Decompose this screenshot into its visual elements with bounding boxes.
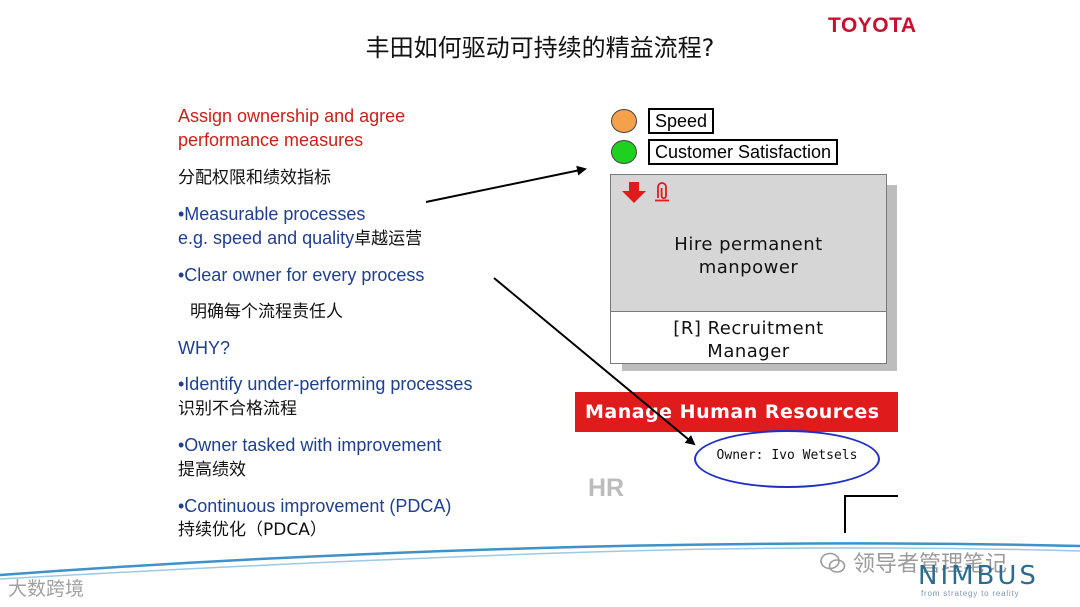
nimbus-logo: NIMBUS [918,561,1039,591]
bullet-owner-tasked-cn: 提高绩效 [178,460,246,480]
partial-process-box [844,495,898,533]
bullet-continuous-cn: 持续优化（PDCA） [178,520,327,540]
bullet-identify: •Identify under-performing processes [178,374,473,394]
bullet-clear-owner: •Clear owner for every process [178,265,425,285]
heading-line-2: performance measures [178,130,364,150]
left-watermark-text: 大数跨境 [8,578,85,600]
bullet-measurable-example-cn: 卓越运营 [354,229,423,249]
why-heading: WHY? [178,338,231,358]
process-card[interactable]: Hire permanent manpower [R] Recruitment … [610,174,887,364]
bullet-continuous: •Continuous improvement (PDCA) [178,496,452,516]
bullet-measurable: •Measurable processes [178,204,366,224]
process-title: Hire permanent manpower [611,233,886,279]
bullet-clear-owner-cn: 明确每个流程责任人 [190,302,343,322]
footer-wave [0,542,1080,577]
wechat-account-name: 领导者管理笔记 [853,552,1008,577]
wechat-icon [820,552,846,573]
paperclip-icon [655,182,669,202]
arrow-to-owner [493,277,696,446]
legend-customer-satisfaction: Customer Satisfaction [648,139,839,165]
wechat-watermark: 领导者管理笔记 [820,546,1007,578]
process-title-line-2: manpower [698,257,799,278]
toyota-logo: TOYOTA [828,14,917,37]
bullet-identify-cn: 识别不合格流程 [178,399,297,419]
owner-label: Owner: Ivo Wetsels [716,448,858,463]
process-owner-role: [R] Recruitment Manager [611,317,886,363]
bullet-measurable-example: e.g. speed and quality卓越运营 [178,226,422,251]
down-arrow-icon [622,182,646,203]
slide-title: 丰田如何驱动可持续的精益流程? [365,34,715,62]
nimbus-tagline: from strategy to reality [921,589,1020,598]
owner-callout-oval: Owner: Ivo Wetsels [694,430,880,488]
process-group-label: Manage Human Resources [585,401,880,423]
process-group-banner[interactable]: Manage Human Resources [575,392,898,432]
process-title-line-1: Hire permanent [674,234,823,255]
process-owner-line-2: Manager [707,341,790,362]
bullet-measurable-example-en: e.g. speed and quality [178,228,355,248]
left-watermark: 大数跨境 [8,574,84,601]
bullet-owner-tasked: •Owner tasked with improvement [178,435,442,455]
heading-cn: 分配权限和绩效指标 [178,168,331,188]
process-owner-line-1: [R] Recruitment [673,318,824,339]
legend-speed: Speed [648,108,715,134]
process-card-header: Hire permanent manpower [611,175,886,312]
satisfaction-indicator-icon [611,140,637,164]
speed-indicator-icon [611,109,637,133]
arrow-to-legend [425,165,587,203]
heading-line-1: Assign ownership and agree [178,106,406,126]
hr-area-label: HR [588,474,625,502]
